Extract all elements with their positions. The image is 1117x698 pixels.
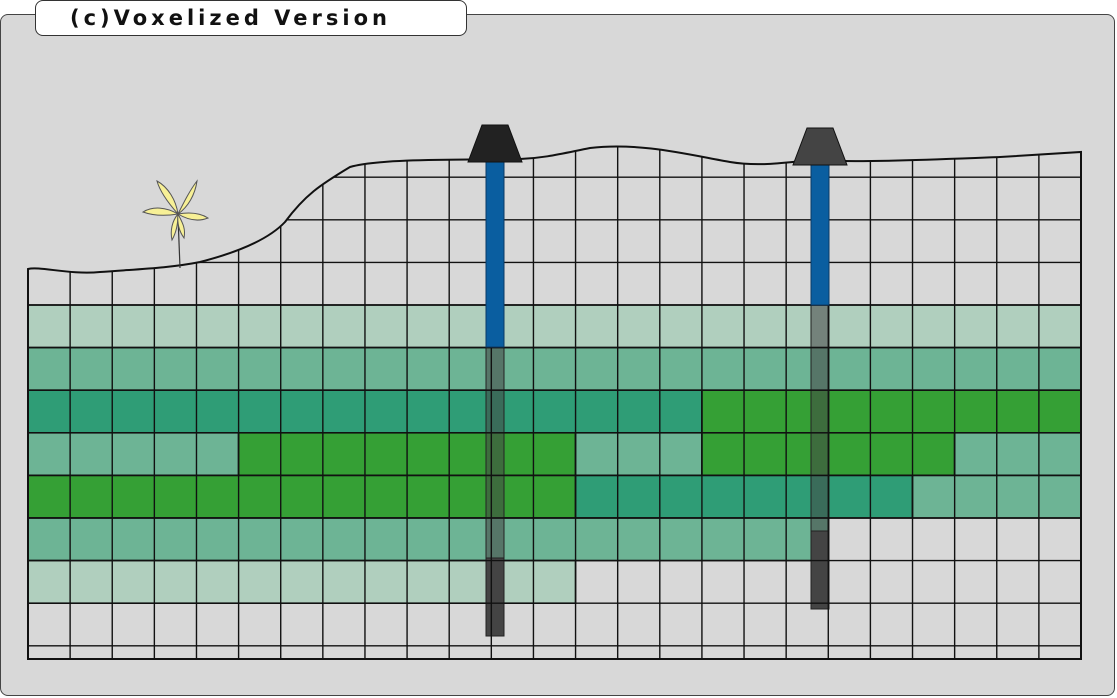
- layer-segment: [701, 389, 1082, 434]
- layer-segment: [574, 431, 703, 477]
- well-left-screen: [485, 557, 505, 637]
- layer-segment: [27, 431, 240, 477]
- layer-3: [27, 389, 1082, 434]
- plant-petal: [176, 212, 210, 221]
- well-upper-sections: [467, 124, 848, 348]
- plant-petal: [177, 179, 198, 215]
- layer-6: [27, 517, 830, 562]
- layer-1: [27, 304, 1082, 349]
- layer-5: [27, 474, 1082, 519]
- panel-title: (c)Voxelized Version: [35, 0, 467, 36]
- well-right-casing: [810, 164, 830, 306]
- well-right-screen: [810, 530, 830, 610]
- well-right-head: [792, 127, 848, 166]
- plant-petal: [156, 179, 179, 216]
- plant-petal: [170, 212, 179, 242]
- layer-2: [27, 346, 1082, 392]
- layer-segment: [27, 517, 830, 562]
- layer-segment: [27, 304, 1082, 349]
- layer-4: [27, 431, 1082, 477]
- plant-petal: [141, 207, 180, 216]
- plant-icon: [141, 179, 210, 269]
- layer-segment: [953, 431, 1082, 477]
- well-left-casing: [485, 161, 505, 348]
- layer-segment: [27, 346, 1082, 392]
- well-deep-sections: [485, 304, 830, 637]
- soil-layers: [27, 304, 1082, 604]
- plant-petal: [177, 212, 185, 240]
- well-left-head: [467, 124, 523, 163]
